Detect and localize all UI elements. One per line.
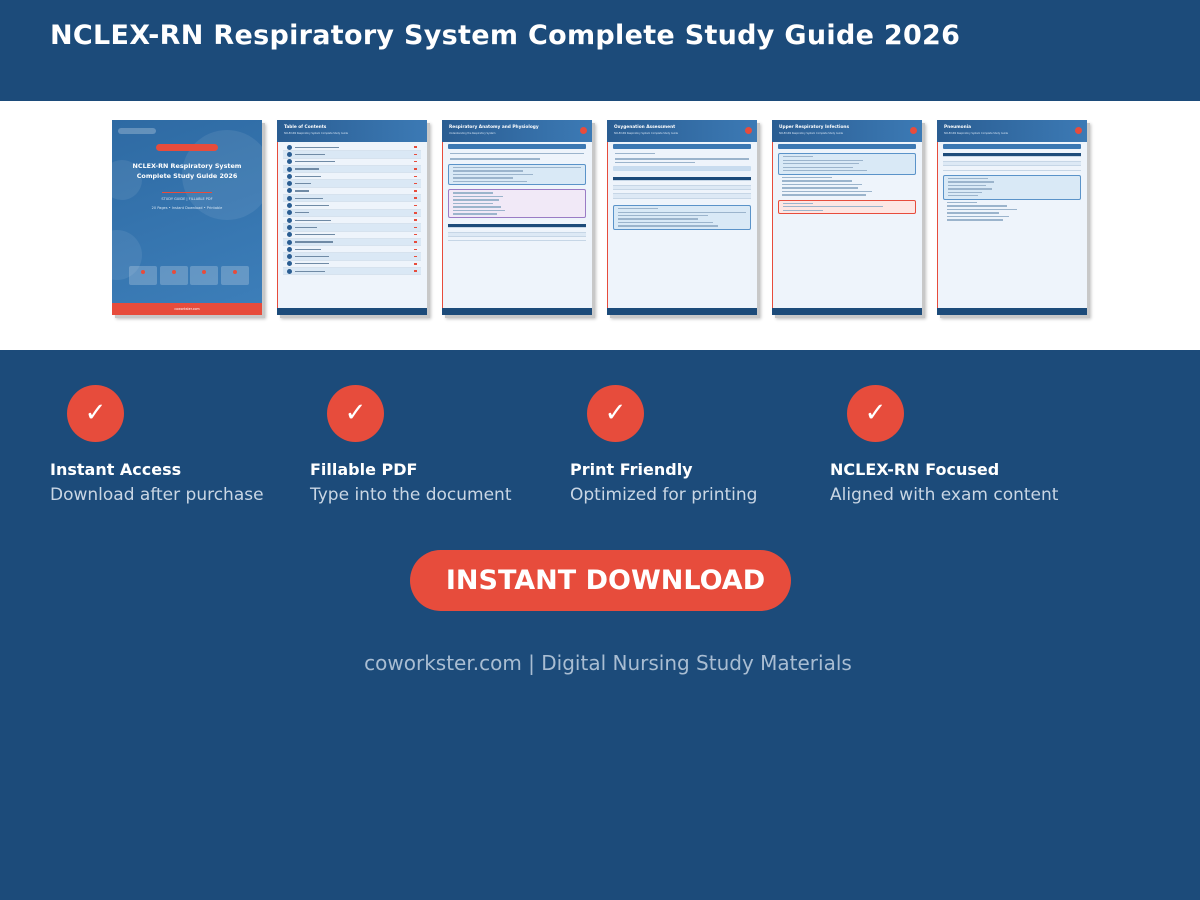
preview-page-anatomy: Respiratory Anatomy and Physiology Under…	[442, 120, 592, 315]
check-icon: ✓	[587, 385, 644, 442]
preview-pages-band: NCLEX-RN Respiratory System Complete Stu…	[0, 101, 1200, 350]
page-heading: Respiratory Anatomy and Physiology	[449, 125, 539, 130]
cover-top-pill	[118, 128, 156, 134]
cover-feature-tile	[129, 266, 157, 285]
feature-title: Instant Access	[50, 460, 182, 479]
page-heading: Pneumonia	[944, 125, 972, 130]
feature-title: NCLEX-RN Focused	[830, 460, 1000, 479]
page-footer-bar	[607, 308, 757, 315]
feature-description: Download after purchase	[50, 485, 264, 505]
cover-footer: coworkster.com	[112, 303, 262, 315]
page-subheading: NCLEX-RN Respiratory System Complete Stu…	[944, 132, 1008, 135]
cover-divider	[162, 192, 212, 193]
page-subheading: NCLEX-RN Respiratory System Complete Stu…	[284, 132, 348, 135]
preview-page-cover: NCLEX-RN Respiratory System Complete Stu…	[112, 120, 262, 315]
preview-page-pneumonia: Pneumonia NCLEX-RN Respiratory System Co…	[937, 120, 1087, 315]
page-footer-bar	[277, 308, 427, 315]
page-header-bar: Pneumonia NCLEX-RN Respiratory System Co…	[937, 120, 1087, 142]
feature-title: Fillable PDF	[310, 460, 418, 479]
cover-feature-tile	[190, 266, 218, 285]
preview-page-toc: Table of Contents NCLEX-RN Respiratory S…	[277, 120, 427, 315]
feature-title: Print Friendly	[570, 460, 693, 479]
cover-title-line2: Complete Study Guide 2026	[136, 172, 238, 180]
page-footer-bar	[937, 308, 1087, 315]
preview-page-oxygenation: Oxygenation Assessment NCLEX-RN Respirat…	[607, 120, 757, 315]
cover-title-line1: NCLEX-RN Respiratory System	[132, 162, 242, 170]
page-header-bar: Oxygenation Assessment NCLEX-RN Respirat…	[607, 120, 757, 142]
cover-badge	[156, 144, 218, 151]
feature-description: Aligned with exam content	[830, 485, 1059, 505]
page-header-bar: Upper Respiratory Infections NCLEX-RN Re…	[772, 120, 922, 142]
page-header-bar: Respiratory Anatomy and Physiology Under…	[442, 120, 592, 142]
cover-subtitle: STUDY GUIDE | FILLABLE PDF	[161, 197, 213, 201]
page-subheading: NCLEX-RN Respiratory System Complete Stu…	[779, 132, 843, 135]
page-heading: Oxygenation Assessment	[614, 125, 676, 130]
page-footer-bar	[442, 308, 592, 315]
page-footer-bar	[772, 308, 922, 315]
feature-description: Optimized for printing	[570, 485, 758, 505]
cover-meta: 20 Pages • Instant Download • Printable	[151, 206, 223, 210]
page-subheading: Understanding the Respiratory System	[449, 132, 496, 135]
preview-page-uri: Upper Respiratory Infections NCLEX-RN Re…	[772, 120, 922, 315]
feature-description: Type into the document	[310, 485, 512, 505]
page-heading: Table of Contents	[284, 125, 327, 130]
cover-feature-tile	[160, 266, 188, 285]
check-icon: ✓	[847, 385, 904, 442]
page-header-bar: Table of Contents NCLEX-RN Respiratory S…	[277, 120, 427, 142]
footer-text: coworkster.com | Digital Nursing Study M…	[364, 651, 852, 675]
cover-feature-tile	[221, 266, 249, 285]
instant-download-button[interactable]: INSTANT DOWNLOAD	[410, 550, 791, 611]
cover-footer-text: coworkster.com	[174, 307, 200, 311]
page-heading: Upper Respiratory Infections	[779, 125, 850, 130]
check-icon: ✓	[327, 385, 384, 442]
page-header: NCLEX-RN Respiratory System Complete Stu…	[0, 0, 1200, 101]
page-subheading: NCLEX-RN Respiratory System Complete Stu…	[614, 132, 678, 135]
check-icon: ✓	[67, 385, 124, 442]
page-title: NCLEX-RN Respiratory System Complete Stu…	[50, 20, 961, 51]
